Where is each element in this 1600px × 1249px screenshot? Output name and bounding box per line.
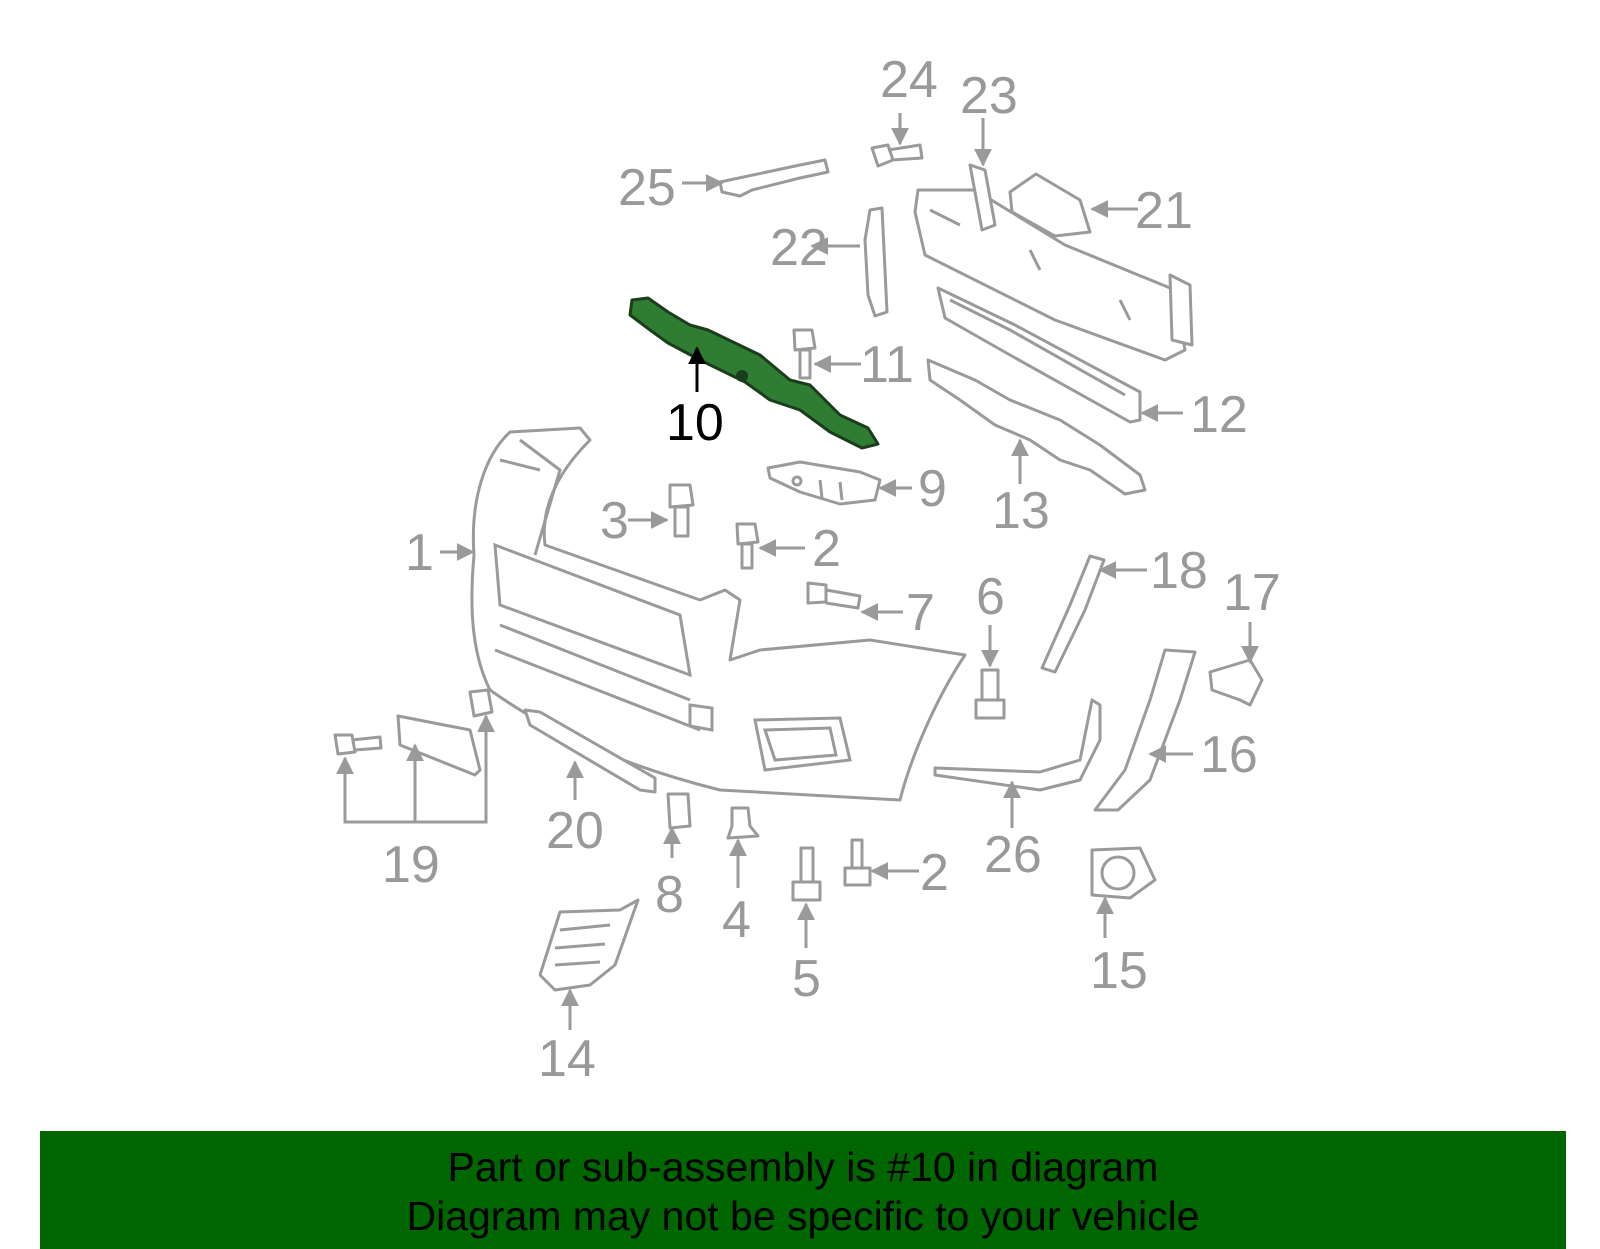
callout-5: 5 [792,950,821,1008]
callout-2: 2 [812,520,841,578]
part-24-bolt[interactable] [870,143,924,168]
callout-18: 18 [1150,542,1208,600]
callout-15: 15 [1090,942,1148,1000]
part-11-bolt[interactable] [792,328,817,380]
callout-2-lower: 2 [920,844,949,902]
callout-12: 12 [1190,386,1248,444]
callout-22: 22 [770,219,828,277]
part-6-bolt[interactable] [974,668,1006,720]
info-banner: Part or sub-assembly is #10 in diagram D… [40,1131,1566,1249]
callout-14: 14 [538,1030,596,1088]
part-26-lower-trim[interactable] [933,698,1102,792]
part-2-upper-bolt[interactable] [735,522,760,570]
part-9-bracket[interactable] [766,460,882,506]
part-13-lower-absorber[interactable] [926,358,1147,496]
callout-23: 23 [960,67,1018,125]
callout-labels: 1 2 3 4 5 6 7 8 9 10 11 12 13 14 15 16 1… [382,51,1281,1088]
callout-11: 11 [860,336,914,394]
callout-7: 7 [906,584,935,642]
callout-21: 21 [1135,182,1193,240]
part-22-side-bracket[interactable] [863,206,889,318]
callout-16: 16 [1200,726,1258,784]
part-2-lower-bolt[interactable] [843,838,872,887]
part-20-lower-grille[interactable] [523,708,657,794]
callout-9: 9 [918,460,947,518]
part-3-bolt[interactable] [668,483,695,538]
callout-1: 1 [405,524,434,582]
callout-8: 8 [655,866,684,924]
part-15-fog-lamp[interactable] [1090,846,1157,900]
part-16-flare[interactable] [1093,648,1197,812]
info-line-disclaimer: Diagram may not be specific to your vehi… [406,1193,1200,1239]
callout-13: 13 [992,482,1050,540]
part-21-bracket[interactable] [1008,172,1092,238]
callout-6: 6 [976,568,1005,626]
info-line-part: Part or sub-assembly is #10 in diagram [447,1144,1159,1190]
callout-20: 20 [546,802,604,860]
callout-leaders [336,113,1259,1030]
callout-10: 10 [666,394,724,452]
callout-25: 25 [618,159,676,217]
part-7-bolt[interactable] [806,581,862,610]
part-17-clip[interactable] [1208,658,1264,707]
part-10-reinforcement[interactable] [628,296,880,450]
part-5-bolt[interactable] [791,846,822,902]
part-4-clip[interactable] [726,806,760,840]
callout-3: 3 [600,492,629,550]
callout-17: 17 [1223,564,1281,622]
part-18-strip[interactable] [1040,554,1106,674]
part-1-bumper-cover[interactable] [470,426,967,802]
part-12-absorber[interactable] [936,286,1142,424]
callout-26: 26 [984,826,1042,884]
callout-24: 24 [880,51,938,109]
part-8-clip[interactable] [666,792,692,830]
callout-4: 4 [722,891,751,949]
callout-19: 19 [382,836,440,894]
part-25-rod[interactable] [718,158,830,198]
part-14-fog-bezel[interactable] [538,898,640,992]
parts-diagram: 1 2 3 4 5 6 7 8 9 10 11 12 13 14 15 16 1… [333,51,1281,1088]
